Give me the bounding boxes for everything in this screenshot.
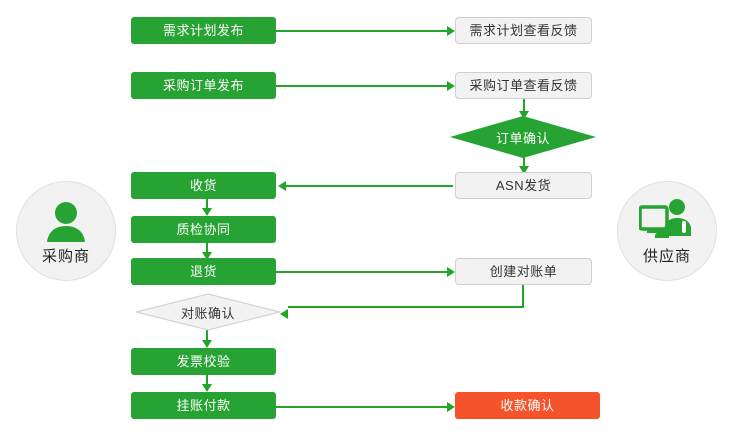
arrowhead-po (447, 81, 455, 91)
actor-label: 供应商 (642, 247, 691, 265)
node-label: 质检协同 (176, 222, 231, 237)
node-receive-goods[interactable]: 收货 (131, 172, 276, 199)
node-label: 订单确认 (495, 130, 550, 146)
arrowhead-po-to-confirm (519, 111, 529, 119)
person-icon (44, 197, 88, 243)
node-label: 挂账付款 (176, 398, 231, 413)
connector-receive-to-qc (206, 198, 208, 214)
node-label: 退货 (189, 264, 217, 279)
node-label: 对账确认 (180, 305, 235, 321)
node-label: 需求计划查看反馈 (469, 23, 578, 38)
node-po-publish[interactable]: 采购订单发布 (131, 72, 276, 99)
connector-demand-plan (275, 30, 447, 32)
actor-buyer[interactable]: 采购商 (16, 181, 116, 281)
arrowhead-receive-to-qc (202, 208, 212, 216)
node-create-statement[interactable]: 创建对账单 (455, 258, 592, 285)
node-return-goods[interactable]: 退货 (131, 258, 276, 285)
arrowhead-qc-to-return (202, 252, 212, 260)
arrowhead-asn-to-receive (278, 181, 286, 191)
node-asn-ship[interactable]: ASN发货 (455, 172, 592, 199)
arrowhead-demand-plan (447, 26, 455, 36)
node-label: 收款确认 (500, 398, 555, 413)
node-order-confirm[interactable]: 订单确认 (450, 116, 596, 158)
arrowhead-payment-to-receipt (447, 402, 455, 412)
connector-confirm-to-asn (523, 156, 525, 173)
connector-return-to-statement (275, 271, 447, 273)
node-statement-confirm[interactable]: 对账确认 (135, 293, 281, 331)
node-label: 创建对账单 (489, 264, 558, 279)
node-demand-plan-publish[interactable]: 需求计划发布 (131, 17, 276, 44)
connector-qc-to-return (206, 242, 208, 258)
node-label: 收货 (189, 178, 217, 193)
connector-confirm-to-invoice (206, 330, 208, 346)
connector-invoice-to-payment (206, 374, 208, 390)
connector-statement-left (288, 306, 524, 308)
connector-asn-to-receive (286, 185, 453, 187)
node-demand-plan-feedback[interactable]: 需求计划查看反馈 (455, 17, 592, 44)
node-label: ASN发货 (495, 178, 552, 193)
actor-supplier[interactable]: 供应商 (617, 181, 717, 281)
diamond-shape-green (450, 116, 596, 158)
actor-label: 采购商 (41, 247, 90, 265)
connector-po (275, 85, 447, 87)
node-invoice-check[interactable]: 发票校验 (131, 348, 276, 375)
arrowhead-statement-to-confirm (280, 309, 288, 319)
connector-statement-down (522, 284, 524, 308)
person-at-computer-icon (639, 197, 695, 243)
node-receipt-confirm[interactable]: 收款确认 (455, 392, 600, 419)
arrowhead-confirm-to-asn (519, 166, 529, 174)
connector-po-to-confirm (523, 99, 525, 116)
node-label: 发票校验 (176, 354, 231, 369)
arrowhead-return-to-statement (447, 267, 455, 277)
node-po-feedback[interactable]: 采购订单查看反馈 (455, 72, 592, 99)
node-payment-posting[interactable]: 挂账付款 (131, 392, 276, 419)
connector-payment-to-receipt (275, 406, 447, 408)
arrowhead-invoice-to-payment (202, 384, 212, 392)
node-label: 采购订单发布 (162, 78, 244, 93)
node-qc-collaboration[interactable]: 质检协同 (131, 216, 276, 243)
arrowhead-confirm-to-invoice (202, 340, 212, 348)
node-label: 需求计划发布 (162, 23, 244, 38)
diamond-shape-gray (135, 293, 281, 331)
node-label: 采购订单查看反馈 (469, 78, 578, 93)
